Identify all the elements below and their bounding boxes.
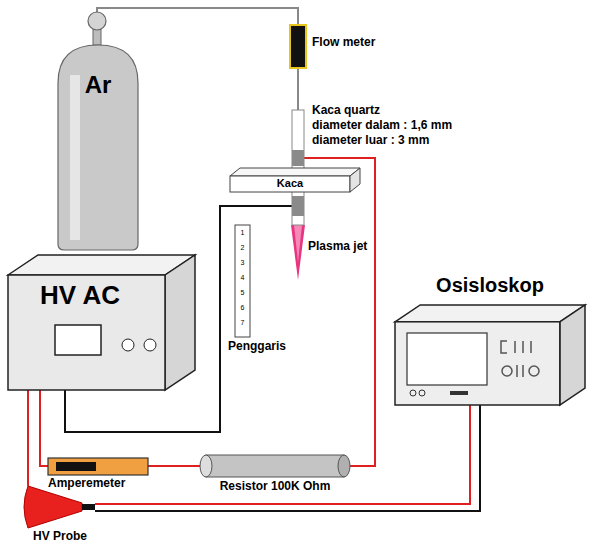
- component-label: Osisloskop: [436, 274, 544, 297]
- oscilloscope-shape: [395, 305, 585, 405]
- scale-number: 5: [241, 289, 245, 297]
- scale-number: 1: [241, 229, 245, 237]
- display-screen: [55, 325, 101, 355]
- component-label: Kaca: [277, 177, 303, 190]
- flow-meter-shape: [290, 25, 306, 68]
- scope-knob: [529, 366, 539, 376]
- flow-meter: Flow meter: [290, 25, 306, 68]
- box-side: [165, 255, 195, 390]
- scope-button: [410, 390, 416, 396]
- ammeter-body: [48, 458, 148, 475]
- gas-line: [97, 8, 298, 45]
- scope-knob: [502, 366, 512, 376]
- plasma-jet: [291, 225, 305, 280]
- box-front: [395, 322, 560, 405]
- resistor-shape: [200, 455, 350, 477]
- scope-switches: [517, 365, 523, 377]
- scope-button: [419, 390, 425, 396]
- scale-number: 3: [241, 259, 245, 267]
- probe-ground-wire: [95, 405, 480, 511]
- scope-screen: [407, 333, 487, 385]
- component-label: Penggaris: [228, 340, 286, 354]
- hv-wire: [40, 390, 48, 466]
- probe-cone: [24, 486, 82, 528]
- glass-plate-side: [350, 168, 360, 192]
- gas-valve: [88, 12, 106, 30]
- plasma-core: [294, 225, 302, 262]
- component-label: Resistor 100K Ohm: [220, 480, 331, 494]
- scale-number: 4: [241, 274, 245, 282]
- component-label: Flow meter: [312, 36, 375, 50]
- valve-neck: [93, 29, 101, 45]
- component-label: diameter luar : 3 mm: [312, 134, 429, 148]
- component-label: HV Probe: [33, 530, 87, 544]
- cylinder-highlight: [70, 75, 80, 240]
- component-label: Kaca quartz: [312, 104, 380, 118]
- resistor-end: [338, 455, 350, 477]
- resistor: Resistor 100K Ohm: [200, 455, 350, 477]
- cylinder-body: [58, 45, 138, 250]
- component-label: diameter dalam : 1,6 mm: [312, 119, 452, 133]
- probe-signal-wire: [95, 405, 470, 504]
- hv-wire: [148, 465, 200, 467]
- scale-number: 6: [241, 304, 245, 312]
- box-front: [8, 275, 165, 390]
- scope-slot: [450, 391, 468, 395]
- resistor-body: [206, 455, 344, 477]
- hv-ac-supply: HV AC: [8, 255, 195, 390]
- ruler: 1234567Penggaris: [235, 225, 250, 337]
- probe-tip: [82, 504, 95, 510]
- scope-switches: [501, 341, 531, 353]
- glass-plate-front: [230, 176, 350, 192]
- box-side: [560, 305, 585, 405]
- box-top: [395, 305, 585, 322]
- gas-cylinder: Ar: [58, 45, 138, 250]
- resistor-end: [200, 455, 212, 477]
- scale-number: 7: [241, 319, 245, 327]
- ammeter-display: [56, 462, 96, 471]
- hv-wire: [304, 158, 375, 466]
- component-label: HV AC: [40, 281, 120, 311]
- ammeter: Amperemeter: [48, 458, 148, 475]
- gas-line: [297, 68, 299, 110]
- lower-electrode: [292, 196, 304, 216]
- control-knob: [122, 339, 134, 351]
- oscilloscope: Osisloskop: [395, 305, 585, 405]
- box-top: [8, 255, 195, 275]
- component-label: Amperemeter: [48, 477, 125, 491]
- flow-meter-body: [290, 25, 306, 68]
- hv-wire: [27, 390, 29, 486]
- glass-plate-top: [230, 168, 360, 176]
- hv-probe-shape: [20, 486, 95, 528]
- control-knob: [144, 339, 156, 351]
- glass-plate: Kaca: [230, 168, 360, 192]
- hv-ac-supply-shape: [8, 255, 195, 390]
- component-label: Ar: [85, 71, 112, 99]
- hv-probe: HV Probe: [20, 486, 95, 528]
- upper-electrode: [292, 150, 304, 166]
- ammeter-shape: [48, 458, 148, 475]
- part-label: Plasma jet: [308, 240, 367, 254]
- ruler-body: [235, 225, 250, 337]
- scale-number: 2: [241, 244, 245, 252]
